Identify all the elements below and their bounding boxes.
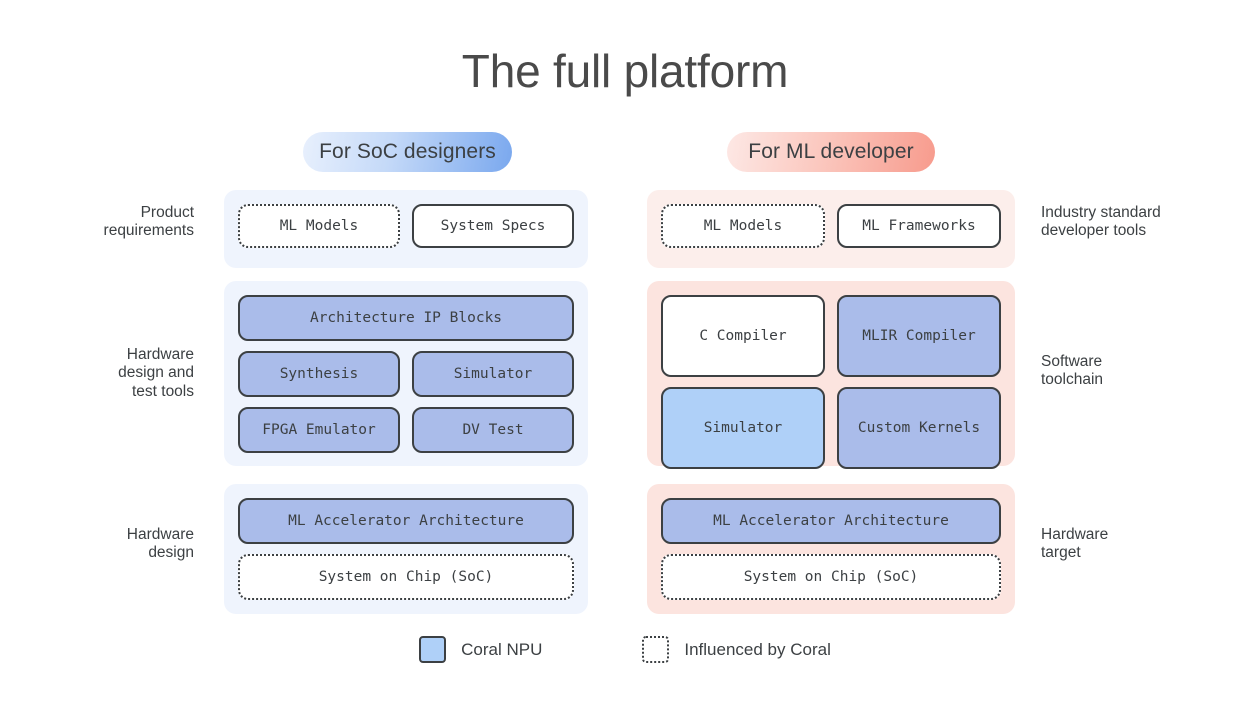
panel-row: System on Chip (SoC) [661,554,1001,600]
legend: Coral NPU Influenced by Coral [0,636,1250,663]
panel-row: ML Models ML Frameworks [661,204,1001,248]
box-system-on-chip[interactable]: System on Chip (SoC) [238,554,574,600]
box-custom-kernels[interactable]: Custom Kernels [837,387,1001,469]
pill-label-ml-developer: For ML developer [748,140,914,163]
legend-label-influenced-by-coral: Influenced by Coral [684,639,831,659]
box-ml-frameworks[interactable]: ML Frameworks [837,204,1001,248]
column-header-pill-ml-developer[interactable]: For ML developer [727,132,935,172]
panel-row: Synthesis Simulator [238,351,574,397]
panel-left-hardware-design: ML Accelerator Architecture System on Ch… [224,484,588,614]
page-title: The full platform [461,45,789,97]
legend-swatch-filled-icon [419,636,447,663]
box-ml-accelerator-architecture[interactable]: ML Accelerator Architecture [661,498,1001,544]
box-system-on-chip[interactable]: System on Chip (SoC) [661,554,1001,600]
panel-row: FPGA Emulator DV Test [238,407,574,453]
box-ml-models[interactable]: ML Models [661,204,825,248]
panel-right-hardware-target: ML Accelerator Architecture System on Ch… [647,484,1015,614]
panel-left-hardware-design-and-test-tools: Architecture IP Blocks Synthesis Simulat… [224,281,588,466]
panel-right-software-toolchain: C Compiler MLIR Compiler Simulator Custo… [647,281,1015,469]
column-header-pill-soc-designers[interactable]: For SoC designers [303,132,512,172]
panel-right-industry-standard-developer-tools: ML Models ML Frameworks [647,190,1015,268]
panel-left-product-requirements: ML Models System Specs [224,190,588,268]
legend-swatch-dotted-icon [642,636,670,663]
box-fpga-emulator[interactable]: FPGA Emulator [238,407,400,453]
panel-row: Simulator Custom Kernels [661,387,1001,469]
panel-row: ML Accelerator Architecture [661,498,1001,544]
box-c-compiler[interactable]: C Compiler [661,295,825,377]
panel-row: ML Models System Specs [238,204,574,248]
box-architecture-ip-blocks[interactable]: Architecture IP Blocks [238,295,574,341]
box-synthesis[interactable]: Synthesis [238,351,400,397]
box-dv-test[interactable]: DV Test [412,407,574,453]
legend-label-coral-npu: Coral NPU [461,639,543,659]
box-mlir-compiler[interactable]: MLIR Compiler [837,295,1001,377]
panel-row: ML Accelerator Architecture [238,498,574,544]
box-simulator[interactable]: Simulator [661,387,825,469]
box-ml-accelerator-architecture[interactable]: ML Accelerator Architecture [238,498,574,544]
box-system-specs[interactable]: System Specs [412,204,574,248]
legend-item-influenced-by-coral: Influenced by Coral [642,636,831,663]
pill-label-soc-designers: For SoC designers [319,140,496,163]
panel-row: System on Chip (SoC) [238,554,574,600]
legend-item-coral-npu: Coral NPU [419,636,542,663]
panel-row: Architecture IP Blocks [238,295,574,341]
box-simulator[interactable]: Simulator [412,351,574,397]
box-ml-models[interactable]: ML Models [238,204,400,248]
panel-row: C Compiler MLIR Compiler [661,295,1001,377]
